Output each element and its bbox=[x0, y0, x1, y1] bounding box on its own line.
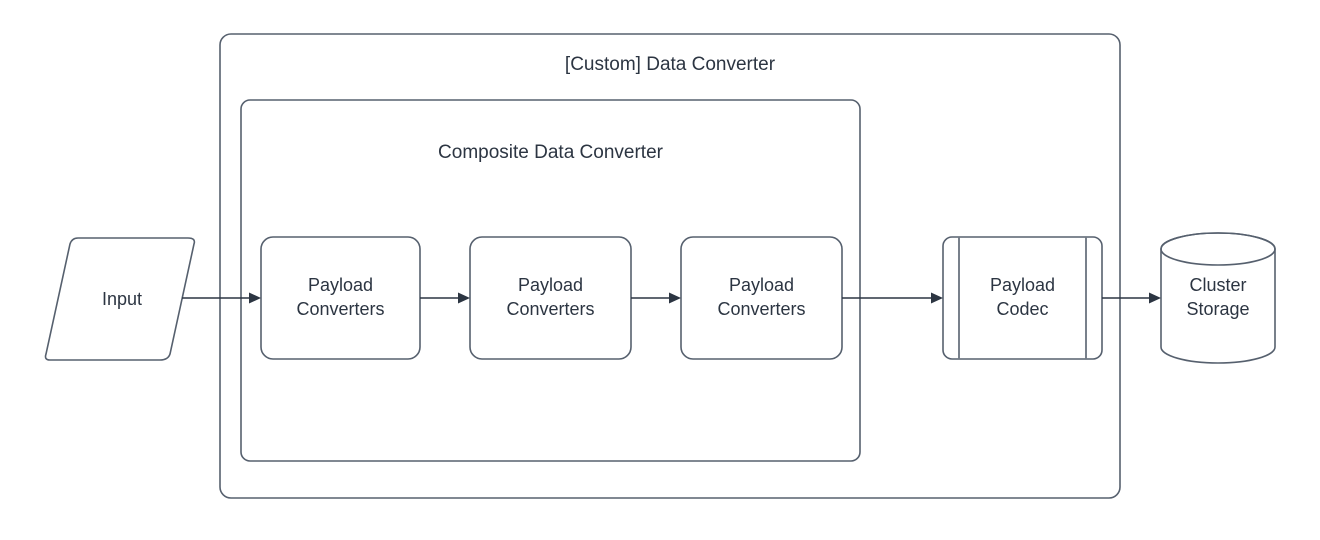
payload-converter-3-shape[interactable] bbox=[680, 236, 843, 360]
arrowhead-converter-3-to-codec bbox=[931, 292, 943, 304]
arrowhead-input-to-converter-1 bbox=[249, 292, 261, 304]
payload-converter-1-shape[interactable] bbox=[260, 236, 421, 360]
cluster-storage-shape[interactable] bbox=[1160, 232, 1276, 364]
arrowhead-converter-1-to-converter-2 bbox=[458, 292, 470, 304]
arrowhead-codec-to-cluster-storage bbox=[1149, 292, 1161, 304]
input-node-shape[interactable] bbox=[44, 237, 196, 361]
payload-converter-2-shape[interactable] bbox=[469, 236, 632, 360]
arrowhead-converter-2-to-converter-3 bbox=[669, 292, 681, 304]
payload-codec-shape[interactable] bbox=[942, 236, 1103, 360]
cluster-storage-top-ellipse bbox=[1160, 232, 1276, 266]
